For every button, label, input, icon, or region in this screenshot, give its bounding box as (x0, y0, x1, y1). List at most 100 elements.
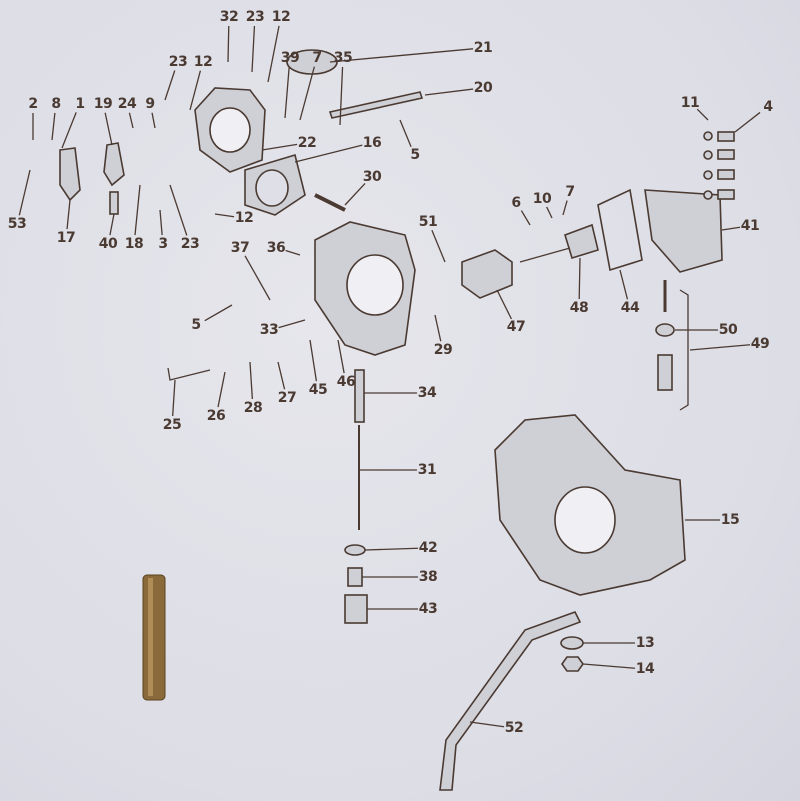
part-number-label: 4 (763, 99, 773, 115)
leader-line-14 (582, 663, 636, 669)
part-49-bracket (679, 289, 689, 411)
part-number-label: 50 (718, 322, 738, 338)
leader-line-53 (18, 169, 31, 216)
part-number-label: 41 (740, 218, 760, 234)
part-42-washer (344, 544, 366, 556)
part-number-label: 13 (635, 635, 655, 651)
leader-line-46 (337, 339, 345, 374)
leader-line-40 (109, 213, 115, 236)
part-50-washer (655, 323, 675, 337)
part-number-label: 2 (28, 96, 38, 112)
part-number-label: 49 (750, 336, 770, 352)
part-number-label: 40 (98, 236, 118, 252)
brass-tube-highlight (148, 578, 153, 696)
part-22-bore (209, 107, 251, 153)
part-number-label: 18 (124, 236, 144, 252)
leader-line-47 (496, 289, 513, 320)
part-number-label: 12 (234, 210, 254, 226)
part-number-label: 52 (504, 720, 524, 736)
part-number-label: 7 (565, 184, 575, 200)
leader-line-44 (619, 269, 629, 300)
part-number-label: 19 (93, 96, 113, 112)
part-number-label: 3 (158, 236, 168, 252)
leader-line-21 (329, 48, 474, 63)
part-number-label: 25 (162, 417, 182, 433)
leader-line-28 (249, 361, 253, 400)
part-number-label: 15 (720, 512, 740, 528)
leader-line-9 (151, 112, 156, 129)
leader-line-41 (721, 226, 741, 231)
part-number-label: 14 (635, 661, 655, 677)
leader-line-3 (159, 209, 163, 236)
part-19-lever (103, 142, 125, 187)
leader-line-11 (696, 108, 709, 121)
leader-line-5 (399, 119, 412, 147)
part-number-label: 24 (117, 96, 137, 112)
part-17-lever (59, 147, 81, 202)
part-number-label: 53 (7, 216, 27, 232)
leader-line-6 (520, 210, 531, 226)
leader-line-8 (51, 112, 56, 141)
part-number-label: 39 (280, 50, 300, 66)
part-number-label: 48 (569, 300, 589, 316)
part-number-label: 38 (418, 569, 438, 585)
leader-line-42 (364, 547, 419, 551)
part-number-label: 33 (259, 322, 279, 338)
leader-line-12 (267, 25, 280, 83)
part-number-label: 5 (410, 147, 420, 163)
part-number-label: 27 (277, 390, 297, 406)
leader-line-23 (164, 70, 176, 101)
leader-line-29 (434, 314, 442, 342)
part-38-spring (347, 567, 363, 587)
part-number-label: 12 (193, 54, 213, 70)
leader-line-1 (61, 112, 77, 149)
part-number-label: 37 (230, 240, 250, 256)
part-number-label: 10 (532, 191, 552, 207)
part-number-label: 21 (473, 40, 493, 56)
part-number-label: 44 (620, 300, 640, 316)
leader-line-25 (172, 379, 176, 417)
part-number-label: 23 (180, 236, 200, 252)
part-25-adjusting-needle (167, 367, 211, 381)
part-number-label: 26 (206, 408, 226, 424)
part-number-label: 11 (680, 95, 700, 111)
leader-line-18 (134, 184, 141, 236)
leader-line-51 (431, 230, 446, 263)
part-number-label: 36 (266, 240, 286, 256)
part-34-tube (354, 369, 365, 423)
part-number-label: 23 (168, 54, 188, 70)
leader-line-37 (244, 255, 271, 301)
part-number-label: 42 (418, 540, 438, 556)
leader-line-22 (261, 143, 298, 151)
part-number-label: 17 (56, 230, 76, 246)
part-number-label: 28 (243, 400, 263, 416)
part-number-label: 1 (75, 96, 85, 112)
leader-line-10 (546, 206, 553, 219)
leader-line-27 (277, 361, 286, 390)
leader-line-36 (285, 249, 301, 256)
part-number-label: 23 (245, 9, 265, 25)
leader-line-23 (251, 25, 256, 73)
part-41-float-bowl (644, 189, 723, 273)
leader-line-23 (169, 184, 188, 236)
leader-line-19 (104, 112, 113, 146)
leader-line-4 (734, 111, 761, 133)
leader-line-16 (294, 144, 363, 163)
part-43-plug (344, 594, 368, 624)
part-number-label: 31 (417, 462, 437, 478)
part-48-needle-lever (564, 223, 599, 260)
part-number-label: 6 (511, 195, 521, 211)
leader-line-7 (562, 200, 568, 216)
part-number-label: 22 (297, 135, 317, 151)
part-number-label: 20 (473, 80, 493, 96)
leader-line-35 (339, 66, 344, 126)
leader-line-26 (217, 371, 226, 408)
leader-line-30 (344, 183, 366, 206)
part-number-label: 45 (308, 382, 328, 398)
main-body-bore (346, 254, 404, 316)
part-number-label: 7 (312, 50, 322, 66)
part-16-gasket-hole (255, 169, 289, 207)
part-52-bracket (439, 611, 582, 791)
